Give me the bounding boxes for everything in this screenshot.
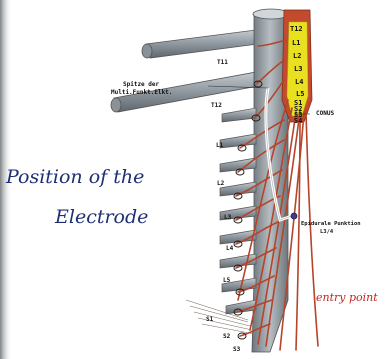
vertebra-label-l1: L1 xyxy=(216,143,223,149)
entry-point-label: entry point xyxy=(316,292,378,303)
electrode-tip-label-line1: Spitze der xyxy=(123,82,159,88)
vertebra-label-l5: L5 xyxy=(223,278,230,284)
electrode-tip-label-line2: Multi.Funkt.Elkt. xyxy=(111,90,172,96)
segment-label-l4: L4 xyxy=(295,79,303,86)
caption-line-2: Electrode xyxy=(55,208,148,227)
vertebra-label-s2: S2 xyxy=(223,334,230,340)
segment-label-l5: L5 xyxy=(296,91,304,98)
segment-label-s4: S4 xyxy=(294,118,302,125)
vertebra-label-s3: S3 xyxy=(233,347,240,353)
segment-label-l3: L3 xyxy=(294,66,302,73)
segment-label-l2: L2 xyxy=(293,53,301,60)
vertebra-label-l4: L4 xyxy=(226,246,233,252)
vertebra-label-s1: S1 xyxy=(206,317,213,323)
vertebra-label-t11: T11 xyxy=(217,60,228,66)
segment-label-l1: L1 xyxy=(292,40,300,47)
vertebra-label-l2: L2 xyxy=(217,181,224,187)
conus-label: CONUS xyxy=(316,111,334,117)
epidural-puncture-label-line2: L3/4 xyxy=(320,230,333,236)
vertebra-label-t12: T12 xyxy=(211,103,222,109)
caption-line-1: Position of the xyxy=(6,168,144,187)
puncture-point xyxy=(291,213,297,219)
vertebra-label-l3: L3 xyxy=(224,215,231,221)
epidural-puncture-label-line1: Epidurale Punktion xyxy=(301,222,361,228)
segment-label-t12: T12 xyxy=(290,26,303,33)
